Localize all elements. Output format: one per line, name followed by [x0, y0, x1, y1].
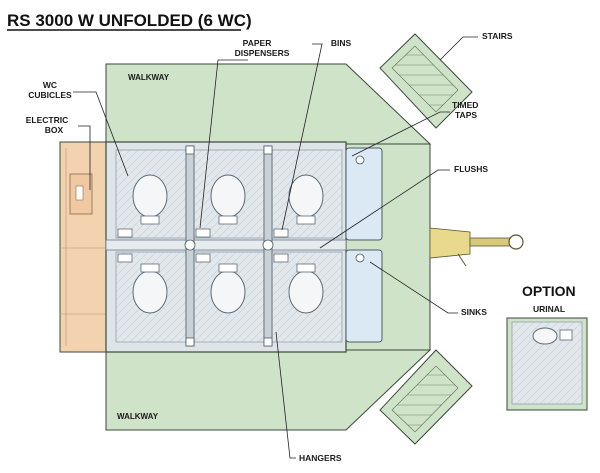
toilet-bowl — [132, 270, 168, 314]
stairs-top — [379, 33, 473, 129]
toilet-bowl — [210, 174, 246, 218]
timed-tap — [355, 155, 365, 165]
walkway-top-label: WALKWAY — [128, 73, 170, 82]
flushs-label: FLUSHS — [454, 164, 488, 174]
walkway-bottom-label: WALKWAY — [117, 412, 159, 421]
electric-box-panel — [59, 141, 108, 353]
timed-taps-label-2: TAPS — [455, 110, 477, 120]
toilet-bowl — [288, 270, 324, 314]
timed-tap — [355, 253, 365, 263]
cubicle-4 — [115, 251, 187, 343]
toilet-bowl — [288, 174, 324, 218]
diagram-title: RS 3000 W UNFOLDED (6 WC) — [7, 11, 252, 30]
bins-label: BINS — [331, 38, 352, 48]
bin — [273, 253, 289, 263]
sink-unit-top — [345, 147, 383, 241]
toilet-bowl — [132, 174, 168, 218]
bin — [195, 228, 211, 238]
central-pipe — [105, 239, 347, 251]
hangers-label: HANGERS — [299, 453, 342, 463]
sink-unit-bottom — [345, 249, 383, 343]
timed-taps-label-1: TIMED — [452, 100, 478, 110]
cubicle-3 — [271, 149, 343, 239]
electric-box-label-2: BOX — [45, 125, 64, 135]
cubicle-5 — [193, 251, 265, 343]
leader-lines — [73, 36, 478, 459]
stairs-bottom — [379, 349, 473, 445]
cubicle-6 — [271, 251, 343, 343]
cubicle-1 — [115, 149, 187, 239]
stairs-label: STAIRS — [482, 31, 513, 41]
paper-dispensers-label-2: DISPENSERS — [235, 48, 290, 58]
urinal-bowl — [532, 327, 558, 345]
urinal-label: URINAL — [533, 304, 565, 314]
drawbar — [429, 227, 524, 267]
sinks-label: SINKS — [461, 307, 487, 317]
wc-cubicles-label-2: CUBICLES — [28, 90, 72, 100]
bin — [195, 253, 211, 263]
toilet-bowl — [210, 270, 246, 314]
urinal-option — [506, 317, 588, 411]
cubicle-2 — [193, 149, 265, 239]
paper-dispensers-label-1: PAPER — [243, 38, 272, 48]
bin — [117, 253, 133, 263]
electric-box-label-1: ELECTRIC — [26, 115, 69, 125]
bin — [273, 228, 289, 238]
wc-cubicles-label-1: WC — [43, 80, 57, 90]
hangers — [184, 145, 274, 347]
bin — [117, 228, 133, 238]
option-title: OPTION — [522, 283, 576, 299]
